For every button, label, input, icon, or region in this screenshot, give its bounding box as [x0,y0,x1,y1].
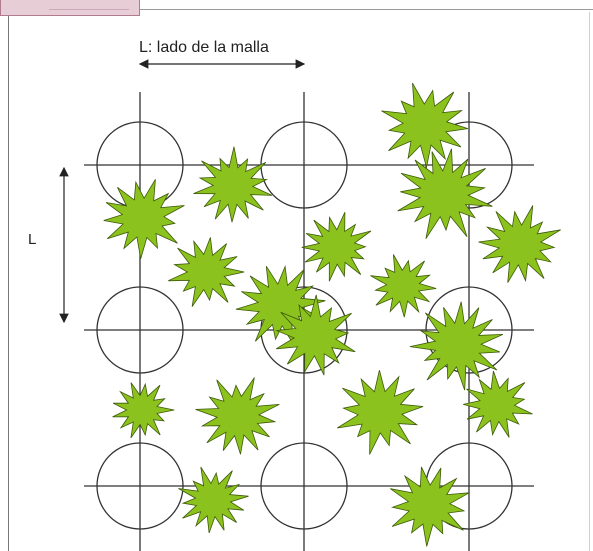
plant-shape [193,147,272,223]
plant-shape [337,370,423,454]
plant-shape [178,467,248,533]
plant-shape [479,206,561,283]
plant-shape [390,467,469,547]
plant-shape [398,149,493,239]
plant-shape [168,237,244,306]
plant-shape [463,371,532,437]
plant-shape [113,383,175,438]
mesh-side-label: L: lado de la malla [139,39,269,56]
vertical-dimension-label: L [28,231,36,248]
plant-shape [196,378,280,455]
plant-shape [302,212,371,281]
plant-shape [382,83,468,167]
plant-shape [370,255,436,318]
plant-shape [104,179,185,258]
plant-shape [410,302,503,390]
plants-layer [104,83,561,546]
